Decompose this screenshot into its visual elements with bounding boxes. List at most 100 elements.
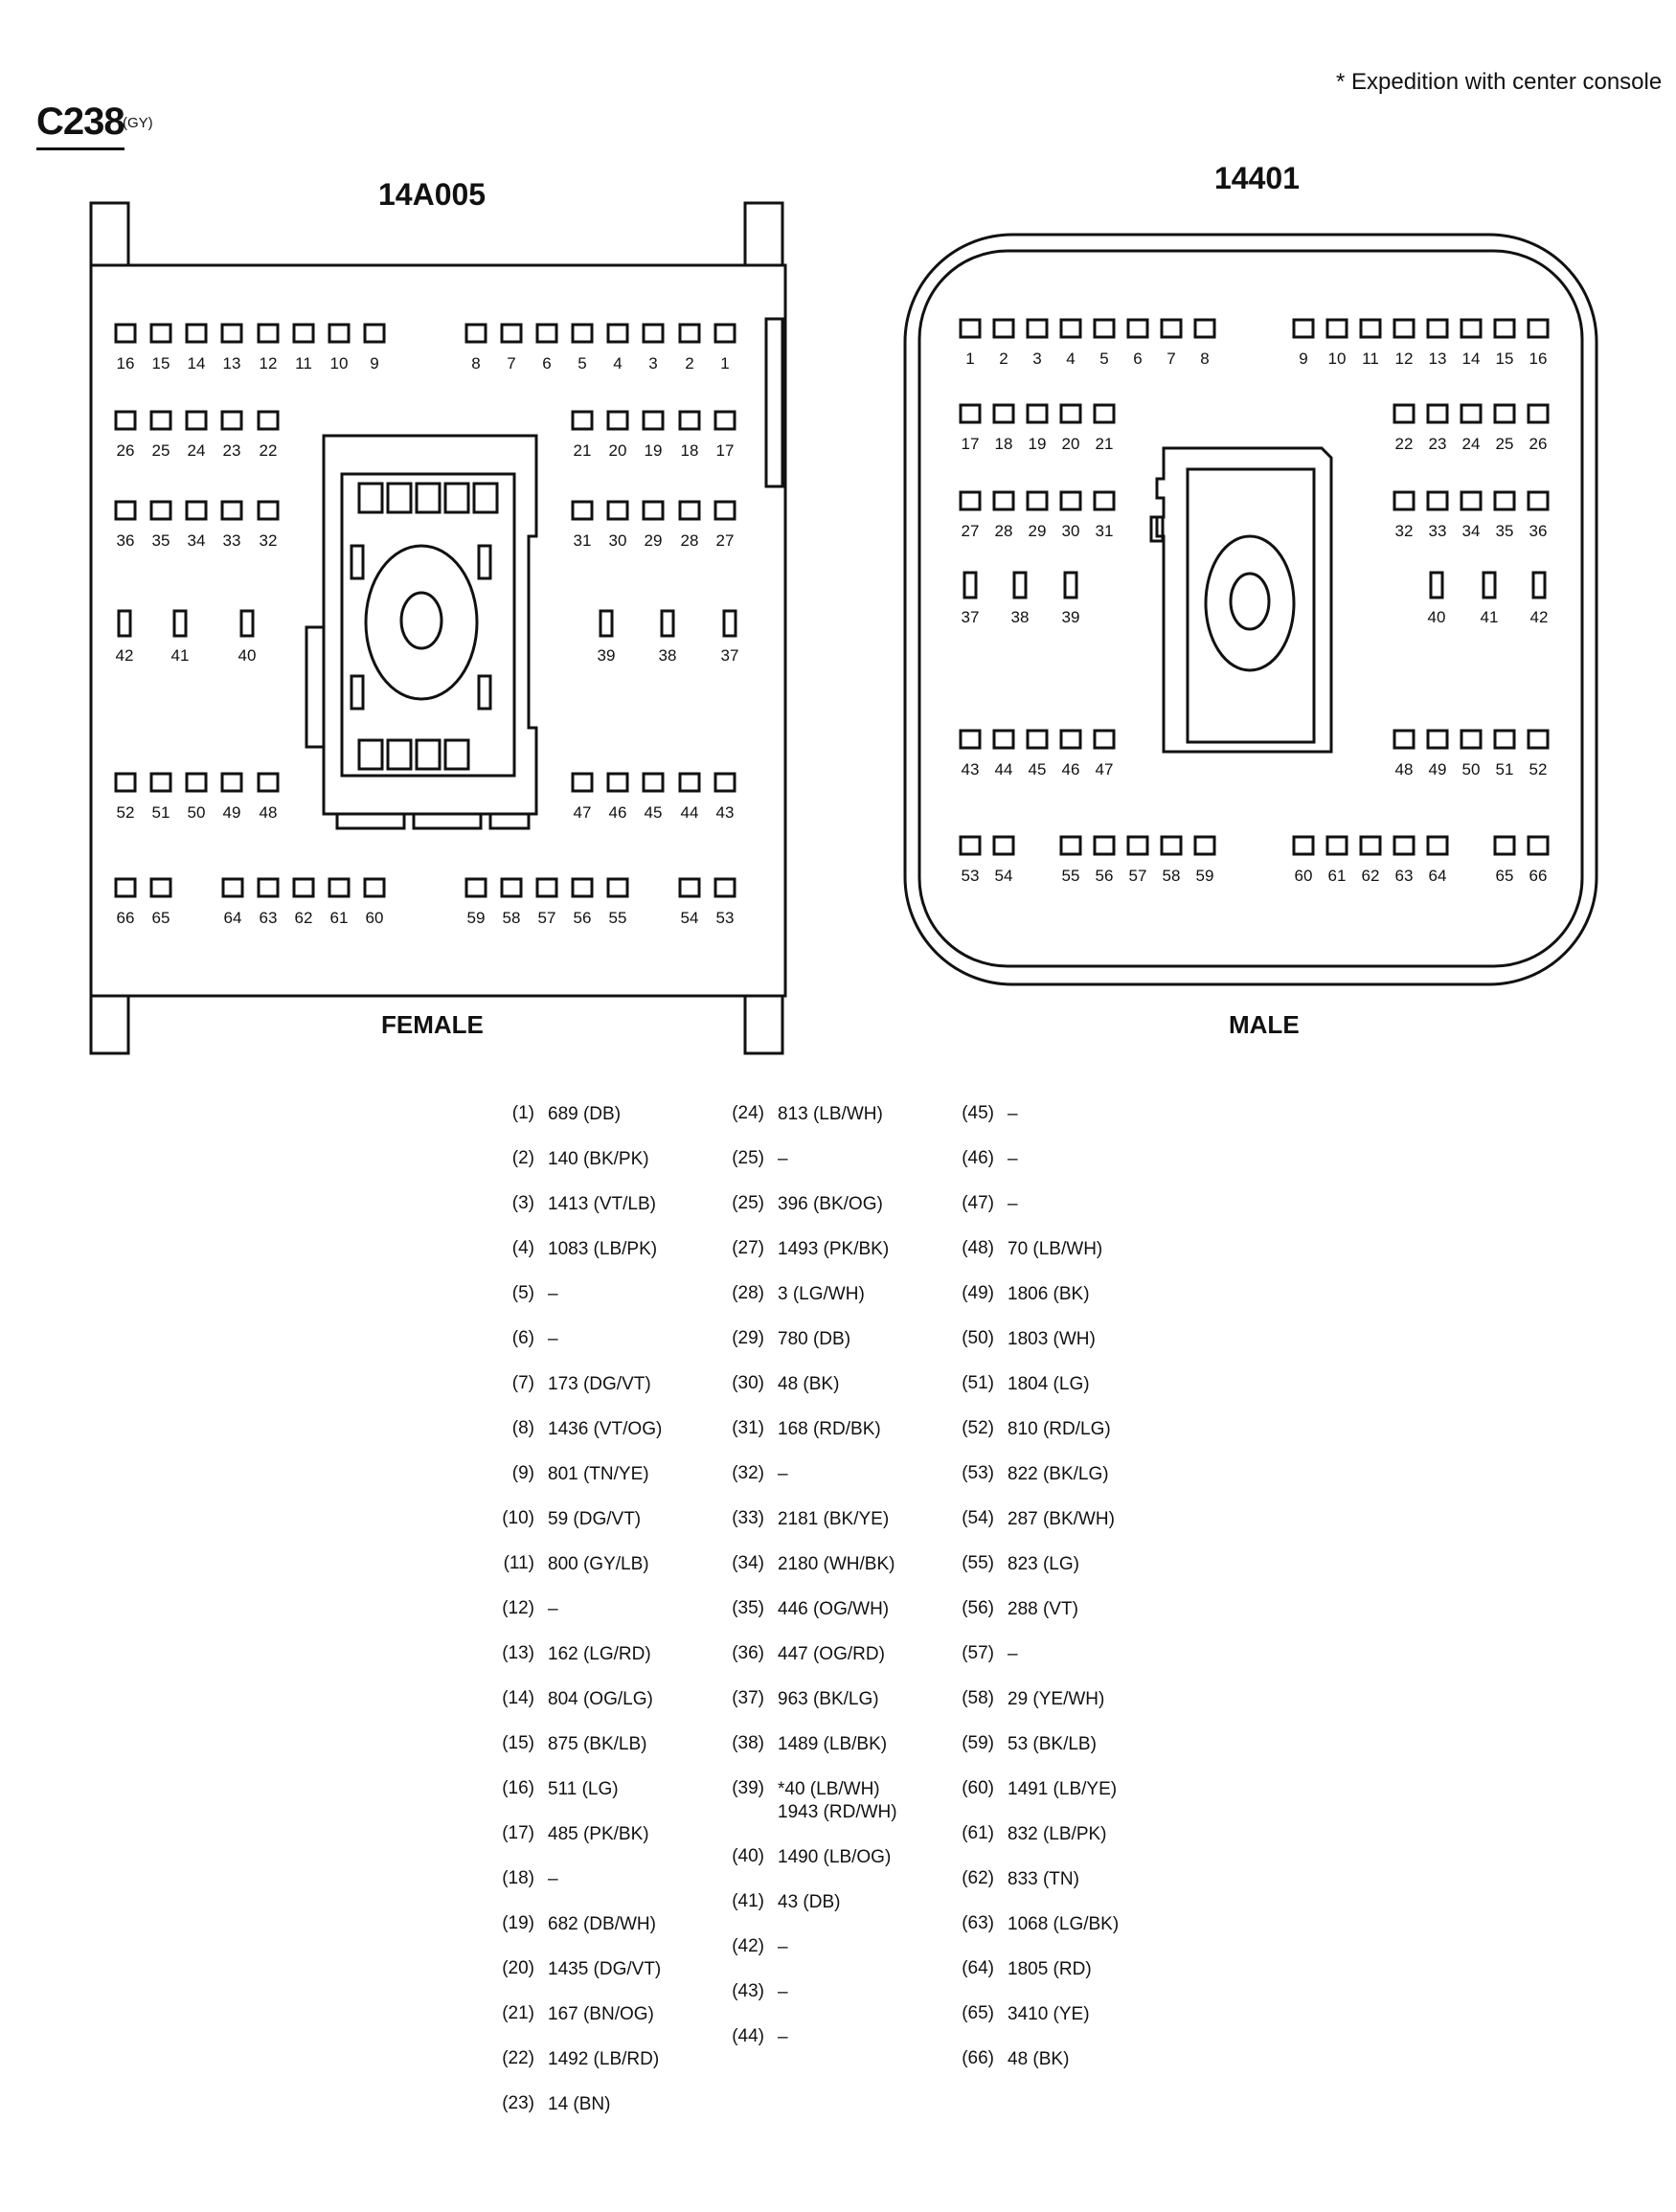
legend-wire: 396 (BK/OG) — [778, 1193, 883, 1216]
pin-number: 39 — [1062, 608, 1080, 626]
pin-number: 4 — [613, 354, 622, 372]
pin-number: 37 — [721, 646, 739, 665]
pin-cavity — [1393, 403, 1416, 424]
legend-wire-line: 689 (DB) — [548, 1104, 622, 1124]
pin-cavity — [1426, 403, 1449, 424]
legend-pin: (54) — [962, 1508, 994, 1528]
legend-wire: *40 (LB/WH)1943 (RD/WH) — [778, 1778, 897, 1824]
legend-wire: – — [1008, 1193, 1018, 1216]
pin-number: 44 — [995, 760, 1013, 779]
legend-wire-line: 167 (BN/OG) — [548, 2004, 654, 2024]
pin-number: 33 — [1429, 522, 1447, 540]
pin-cavity — [1527, 403, 1550, 424]
legend-pin: (61) — [962, 1823, 994, 1843]
pin-cavity — [1493, 729, 1516, 750]
pin-cavity — [571, 500, 594, 521]
pin-cavity — [1359, 318, 1382, 339]
pin-cavity — [660, 609, 675, 638]
pin-number: 11 — [295, 354, 312, 372]
pin-cavity — [963, 571, 978, 599]
pin-number: 42 — [116, 646, 134, 665]
pin-number: 65 — [152, 909, 170, 927]
pin-cavity — [959, 835, 982, 856]
pin-cavity — [678, 410, 701, 431]
legend-wire-line: 53 (BK/LB) — [1008, 1734, 1097, 1754]
pin-number: 33 — [223, 531, 241, 550]
legend-wire: 70 (LB/WH) — [1008, 1238, 1102, 1261]
pin-number: 41 — [171, 646, 190, 665]
legend-wire: 288 (VT) — [1008, 1598, 1078, 1621]
pin-number: 5 — [578, 354, 586, 372]
legend-row: (44)– — [718, 2026, 967, 2049]
pin-cavity — [992, 835, 1015, 856]
legend-wire-line: 485 (PK/BK) — [548, 1824, 649, 1844]
legend-wire: – — [778, 1463, 788, 1486]
legend-wire: 875 (BK/LB) — [548, 1733, 647, 1756]
legend-row: (25)– — [718, 1148, 967, 1171]
legend-wire: 168 (RD/BK) — [778, 1418, 881, 1441]
legend-wire-line: 801 (TN/YE) — [548, 1464, 649, 1484]
legend-pin: (30) — [732, 1373, 764, 1393]
legend-wire: 804 (OG/LG) — [548, 1688, 653, 1711]
pin-cavity — [1059, 729, 1082, 750]
legend-wire: 287 (BK/WH) — [1008, 1508, 1115, 1531]
pin-cavity — [1325, 835, 1348, 856]
pin-cavity — [1493, 490, 1516, 511]
pin-number: 35 — [1496, 522, 1514, 540]
legend-pin: (58) — [962, 1688, 994, 1708]
legend-wire: 1490 (LB/OG) — [778, 1846, 891, 1869]
pin-cavity — [992, 490, 1015, 511]
pin-number: 61 — [330, 909, 349, 927]
legend-pin: (50) — [962, 1328, 994, 1348]
pin-cavity — [328, 877, 351, 898]
pin-number: 24 — [1462, 435, 1481, 453]
legend-wire-line: 2181 (BK/YE) — [778, 1509, 890, 1529]
legend-pin: (48) — [962, 1238, 994, 1258]
pin-number: 52 — [1529, 760, 1548, 779]
legend-wire: 447 (OG/RD) — [778, 1643, 885, 1666]
pin-cavity — [1460, 318, 1483, 339]
pin-cavity — [571, 410, 594, 431]
legend-row: (21)167 (BN/OG) — [488, 2003, 737, 2026]
pin-number: 21 — [574, 441, 592, 460]
pin-number: 7 — [1166, 350, 1175, 368]
pin-number: 20 — [1062, 435, 1080, 453]
pin-cavity — [1012, 571, 1028, 599]
pin-number: 66 — [1529, 867, 1548, 885]
pin-cavity — [1493, 403, 1516, 424]
legend-wire-line: – — [778, 1937, 788, 1957]
pin-number: 25 — [152, 441, 170, 460]
pin-cavity — [292, 323, 315, 344]
pin-number: 58 — [503, 909, 521, 927]
legend-row: (55)823 (LG) — [948, 1553, 1197, 1576]
pin-cavity — [363, 877, 386, 898]
pin-cavity — [992, 403, 1015, 424]
pin-number: 19 — [645, 441, 663, 460]
pin-cavity — [959, 490, 982, 511]
legend-pin: (40) — [732, 1846, 764, 1866]
legend-pin: (32) — [732, 1463, 764, 1483]
legend-wire-line: 833 (TN) — [1008, 1869, 1079, 1889]
pin-cavity — [239, 609, 255, 638]
pin-number: 45 — [645, 803, 663, 822]
pin-cavity — [1527, 318, 1550, 339]
pin-number: 43 — [962, 760, 980, 779]
legend-wire-line: 810 (RD/LG) — [1008, 1419, 1111, 1439]
legend-wire-line: 446 (OG/WH) — [778, 1599, 890, 1619]
pin-cavity — [713, 877, 736, 898]
pin-cavity — [606, 772, 629, 793]
legend-pin: (65) — [962, 2003, 994, 2023]
right-connector-part-number: 14401 — [1214, 161, 1300, 195]
legend-row: (23)14 (BN) — [488, 2093, 737, 2116]
pin-number: 39 — [598, 646, 616, 665]
pin-number: 61 — [1328, 867, 1347, 885]
pin-number: 14 — [188, 354, 206, 372]
legend-row: (60)1491 (LB/YE) — [948, 1778, 1197, 1801]
pin-number: 52 — [117, 803, 135, 822]
legend-row: (52)810 (RD/LG) — [948, 1418, 1197, 1441]
pin-cavity — [571, 772, 594, 793]
legend-pin: (41) — [732, 1891, 764, 1911]
legend-wire: 48 (BK) — [778, 1373, 839, 1396]
legend-pin: (56) — [962, 1598, 994, 1618]
legend-wire-line: 1803 (WH) — [1008, 1329, 1096, 1349]
